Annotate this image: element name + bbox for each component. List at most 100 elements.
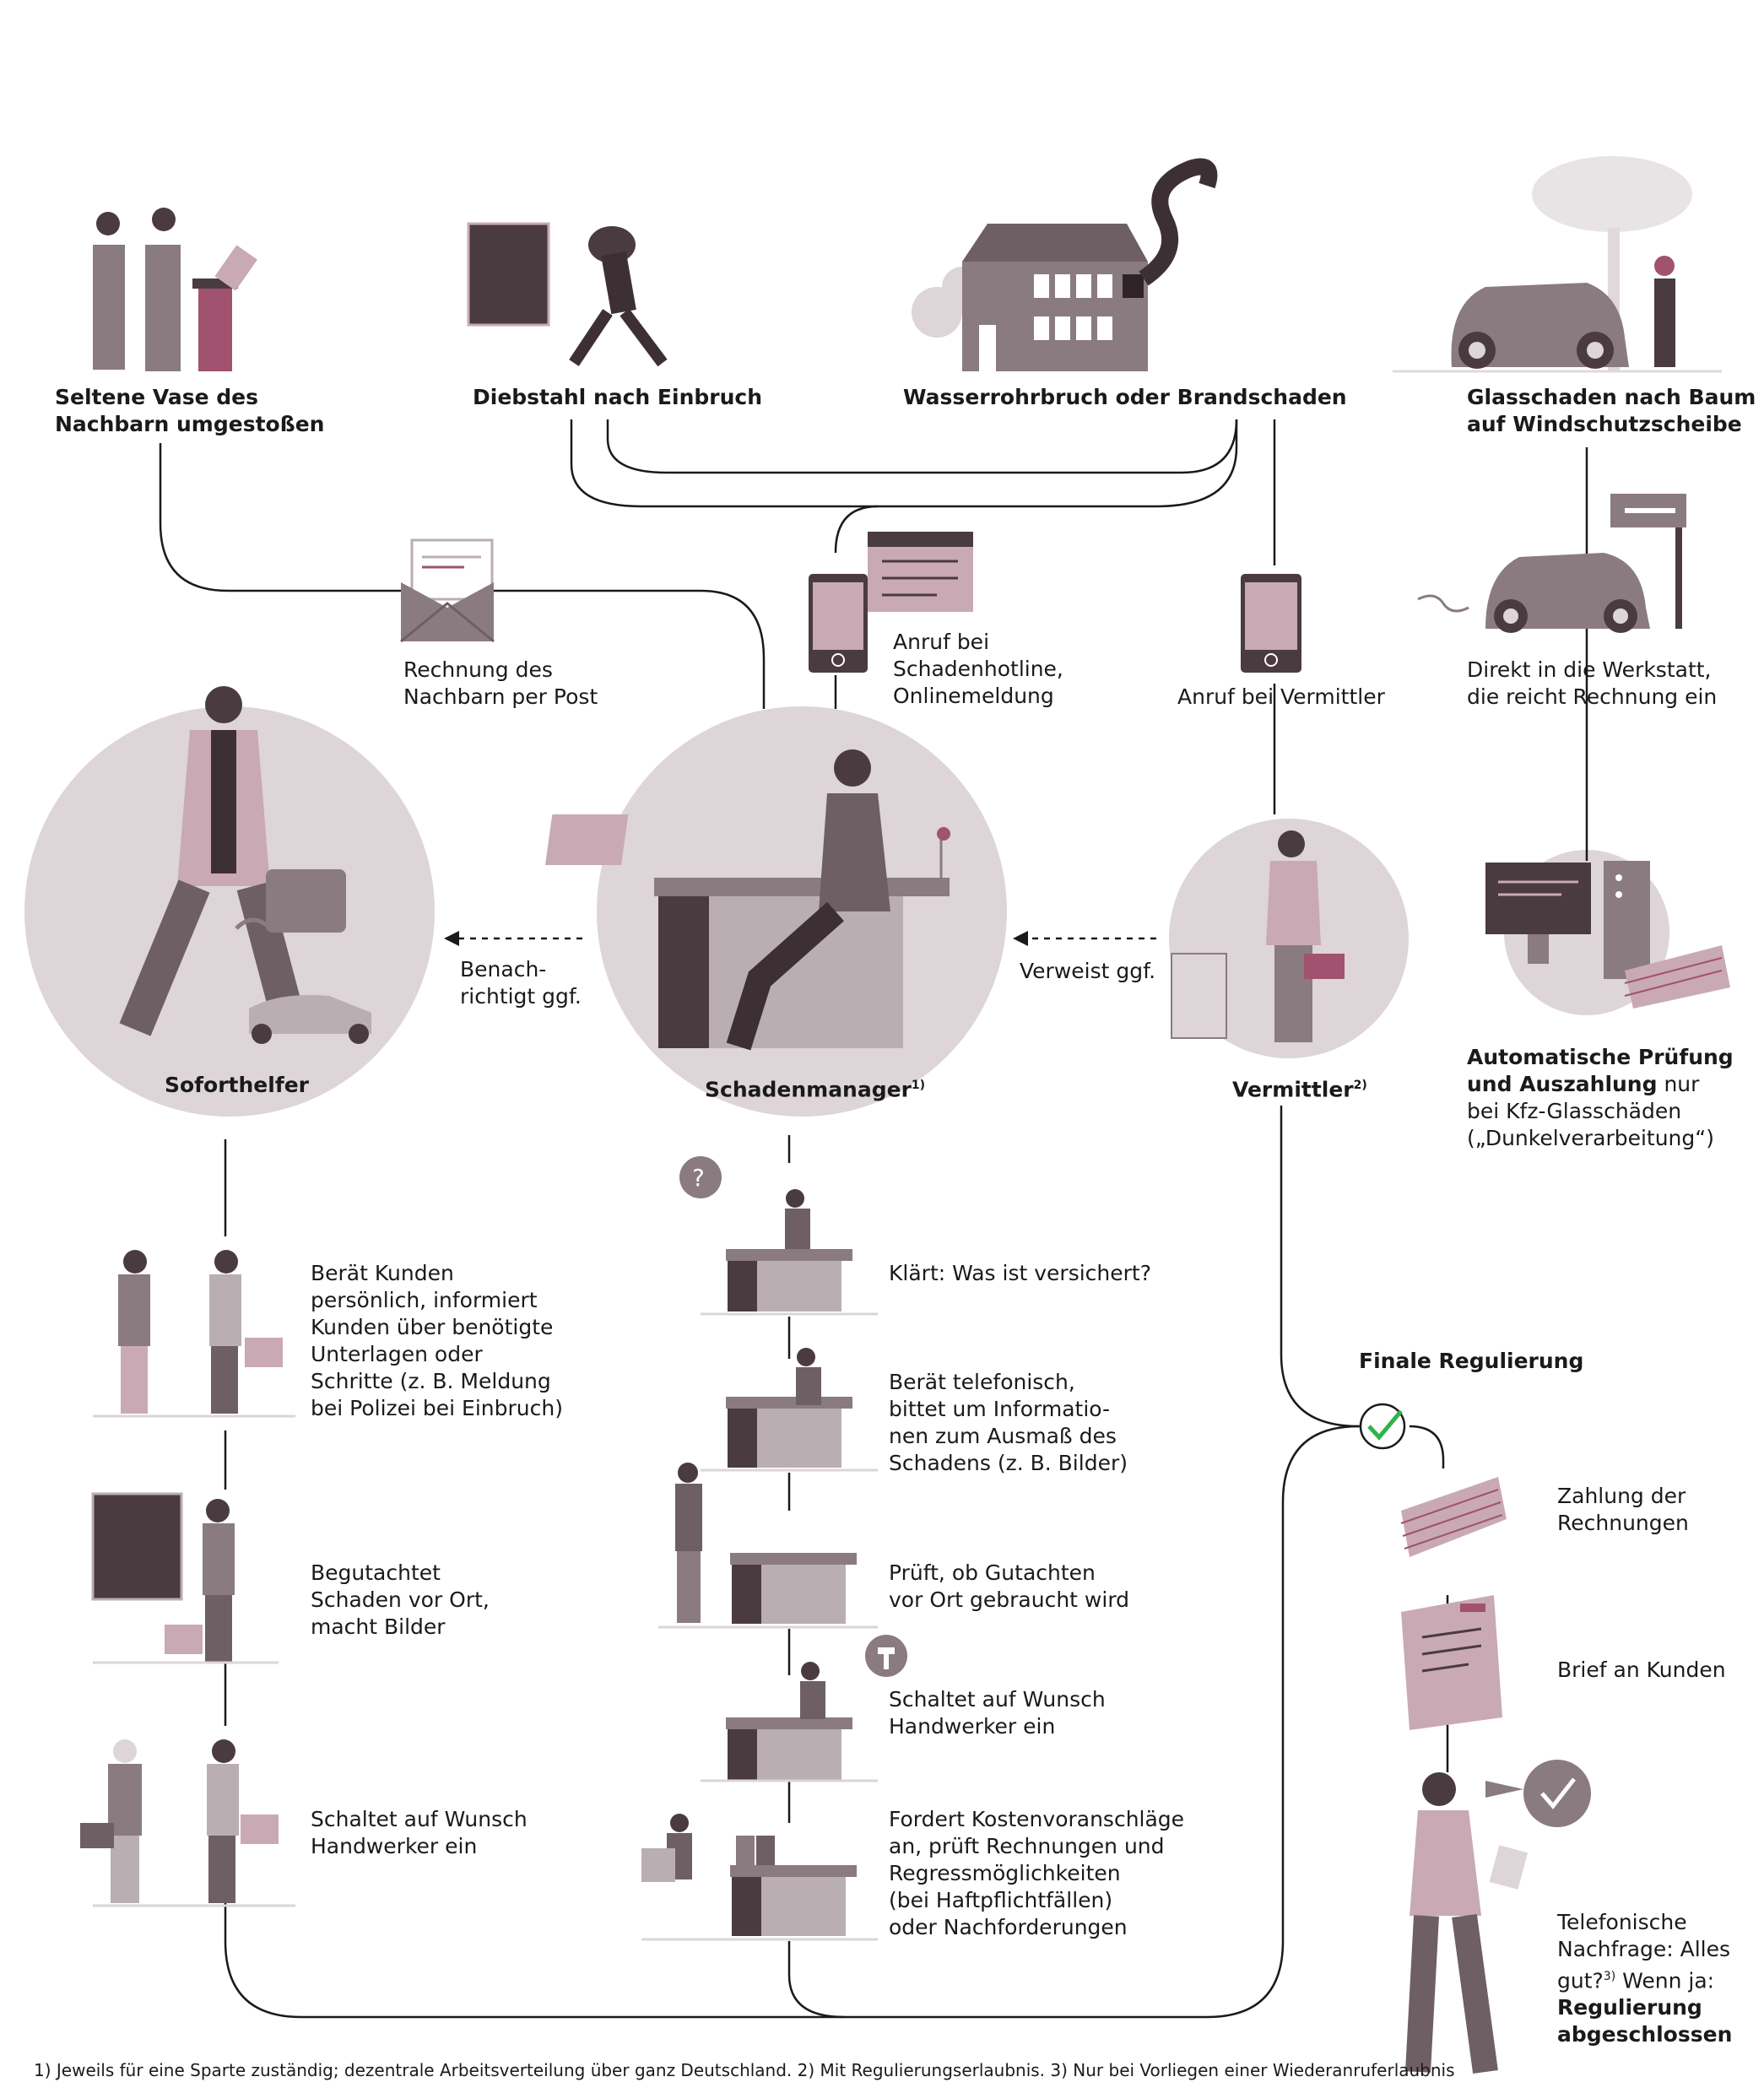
manager-step-2: Berät telefonisch, bittet um Informatio-…	[889, 1369, 1128, 1477]
footnote-ref-1: 1)	[911, 1079, 926, 1092]
channel-workshop-label: Direkt in die Werkstatt, die reicht Rech…	[1467, 657, 1717, 711]
scenario-glass-line2: auf Windschutzscheibe	[1467, 412, 1742, 436]
role-schadenmanager-label: Schadenmanager1)	[705, 1072, 925, 1103]
sofort-step-1-line: persönlich, informiert	[311, 1288, 538, 1312]
arrow-head-left-2	[1013, 931, 1028, 946]
final-payment-label: Zahlung der Rechnungen	[1557, 1483, 1689, 1537]
sofort-step-1-line: Berät Kunden	[311, 1261, 454, 1285]
mobile-phone-icon	[1241, 574, 1301, 673]
sofort-step-1-line: Unterlagen oder	[311, 1342, 483, 1366]
final-call-label: Telefonische Nachfrage: Alles gut?3) Wen…	[1557, 1909, 1732, 2048]
desk-files-illustration	[641, 1814, 878, 1941]
manager-step-4-line: Handwerker ein	[889, 1714, 1056, 1739]
arrow-head-left-1	[444, 931, 459, 946]
soforthelfer-figure	[119, 686, 384, 1044]
desk-phone-illustration	[701, 1348, 878, 1472]
role-vermittler-text: Vermittler	[1232, 1077, 1354, 1102]
sofort-step-2-line: macht Bilder	[311, 1614, 446, 1639]
footnote-ref-2: 2)	[1353, 1079, 1367, 1092]
role-schadenmanager-text: Schadenmanager	[705, 1077, 912, 1102]
scenario-vase-line2: Nachbarn umgestoßen	[55, 412, 325, 436]
sofort-step-1-line: Schritte (z. B. Meldung	[311, 1369, 551, 1393]
channel-hotline-line3: Onlinemeldung	[893, 684, 1054, 708]
channel-workshop-line1: Direkt in die Werkstatt,	[1467, 657, 1712, 682]
check-icon	[1367, 1409, 1403, 1441]
channel-workshop-line2: die reicht Rechnung ein	[1467, 684, 1718, 709]
manager-step-4: Schaltet auf Wunsch Handwerker ein	[889, 1686, 1106, 1740]
computer-illustration	[1485, 861, 1730, 1009]
auto-bold-line2: und Auszahlung	[1467, 1072, 1658, 1096]
auto-rest-line1: nur	[1657, 1072, 1700, 1096]
arrow-notify-label: Benach- richtigt ggf.	[460, 956, 582, 1010]
desk-hammer-illustration	[701, 1635, 907, 1782]
manager-step-5-line: (bei Haftpflichtfällen)	[889, 1888, 1113, 1912]
role-vermittler-label: Vermittler2)	[1232, 1072, 1367, 1103]
theft-illustration	[467, 222, 668, 367]
manager-step-1: Klärt: Was ist versichert?	[889, 1260, 1151, 1287]
desk-question-illustration: ?	[679, 1156, 878, 1316]
phone-icon	[809, 532, 973, 673]
sofort-step-1-line: bei Polizei bei Einbruch)	[311, 1396, 563, 1420]
final-title: Finale Regulierung	[1359, 1349, 1584, 1373]
sofort-step-2: Begutachtet Schaden vor Ort, macht Bilde…	[311, 1560, 490, 1641]
manager-step-2-line: Schadens (z. B. Bilder)	[889, 1451, 1128, 1475]
vermittler-figure	[1171, 830, 1345, 1042]
channel-post-line2: Nachbarn per Post	[403, 684, 598, 709]
final-payment-line1: Zahlung der	[1557, 1484, 1686, 1508]
final-call-line1: Telefonische	[1557, 1910, 1687, 1934]
final-call-line3: gut?	[1557, 1968, 1604, 1993]
scenario-glass-line1: Glasschaden nach Baum	[1467, 385, 1756, 409]
arrow-notify-line1: Benach-	[460, 957, 547, 982]
craftsman-illustration	[80, 1739, 295, 1907]
footnote: 1) Jeweils für eine Sparte zuständig; de…	[34, 2060, 1455, 2080]
manager-step-2-line: nen zum Ausmaß des	[889, 1424, 1117, 1448]
scenario-glass-label: Glasschaden nach Baum auf Windschutzsche…	[1467, 384, 1756, 438]
scenario-vase-line1: Seltene Vase des	[55, 385, 259, 409]
final-letter-label: Brief an Kunden	[1557, 1658, 1726, 1682]
workshop-illustration	[1417, 494, 1686, 633]
footnote-ref-3: 3)	[1603, 1970, 1616, 1983]
manager-step-2-line: bittet um Informatio-	[889, 1397, 1111, 1421]
customer-call-illustration	[1405, 1760, 1591, 2074]
manager-step-5: Fordert Kostenvoranschläge an, prüft Rec…	[889, 1806, 1184, 1941]
glass-damage-illustration	[1393, 156, 1722, 373]
channel-hotline-label: Anruf bei Schadenhotline, Onlinemeldung	[893, 629, 1063, 710]
manager-step-5-line: Regressmöglichkeiten	[889, 1861, 1121, 1885]
handshake-illustration	[93, 1250, 295, 1418]
auto-rest-line2: bei Kfz-Glasschäden	[1467, 1099, 1682, 1123]
check-circle	[1359, 1403, 1406, 1450]
envelope-icon	[400, 538, 495, 643]
final-payment-line2: Rechnungen	[1557, 1511, 1689, 1535]
arrow-notify-line2: richtigt ggf.	[460, 984, 582, 1009]
channel-hotline-line2: Schadenhotline,	[893, 657, 1063, 681]
scenario-water-label: Wasserrohrbruch oder Brandschaden	[903, 385, 1347, 409]
channel-post-line1: Rechnung des	[403, 657, 553, 682]
manager-step-3-line: vor Ort gebraucht wird	[889, 1587, 1130, 1612]
sofort-step-2-line: Begutachtet	[311, 1560, 441, 1585]
sofort-step-3: Schaltet auf Wunsch Handwerker ein	[311, 1806, 528, 1860]
channel-agent-call-label: Anruf bei Vermittler	[1177, 684, 1385, 709]
channel-hotline-line1: Anruf bei	[893, 630, 990, 654]
sofort-step-3-line: Handwerker ein	[311, 1834, 478, 1858]
manager-step-3: Prüft, ob Gutachten vor Ort gebraucht wi…	[889, 1560, 1129, 1614]
schadenmanager-figure	[544, 749, 950, 1051]
scenario-vase-label: Seltene Vase des Nachbarn umgestoßen	[55, 384, 324, 438]
invoice-stack-illustration	[1400, 1477, 1507, 1557]
manager-step-3-line: Prüft, ob Gutachten	[889, 1560, 1096, 1585]
auto-bold-line1: Automatische Prüfung	[1467, 1045, 1734, 1069]
letter-illustration	[1401, 1595, 1502, 1730]
manager-step-5-line: an, prüft Rechnungen und	[889, 1834, 1165, 1858]
auto-processing-label: Automatische Prüfung und Auszahlung nur …	[1467, 1044, 1734, 1152]
house-illustration	[912, 158, 1218, 371]
final-done-line1: Regulierung	[1557, 1995, 1702, 2020]
scenario-theft-label: Diebstahl nach Einbruch	[473, 385, 763, 409]
sofort-step-1: Berät Kunden persönlich, informiert Kund…	[311, 1260, 563, 1422]
sofort-step-3-line: Schaltet auf Wunsch	[311, 1807, 528, 1831]
vase-illustration	[93, 208, 257, 371]
manager-step-5-line: oder Nachforderungen	[889, 1915, 1128, 1939]
channel-post-label: Rechnung des Nachbarn per Post	[403, 657, 598, 711]
arrow-refer-label: Verweist ggf.	[1020, 959, 1156, 983]
svg-text:?: ?	[692, 1164, 705, 1192]
desk-expert-illustration	[658, 1463, 878, 1629]
